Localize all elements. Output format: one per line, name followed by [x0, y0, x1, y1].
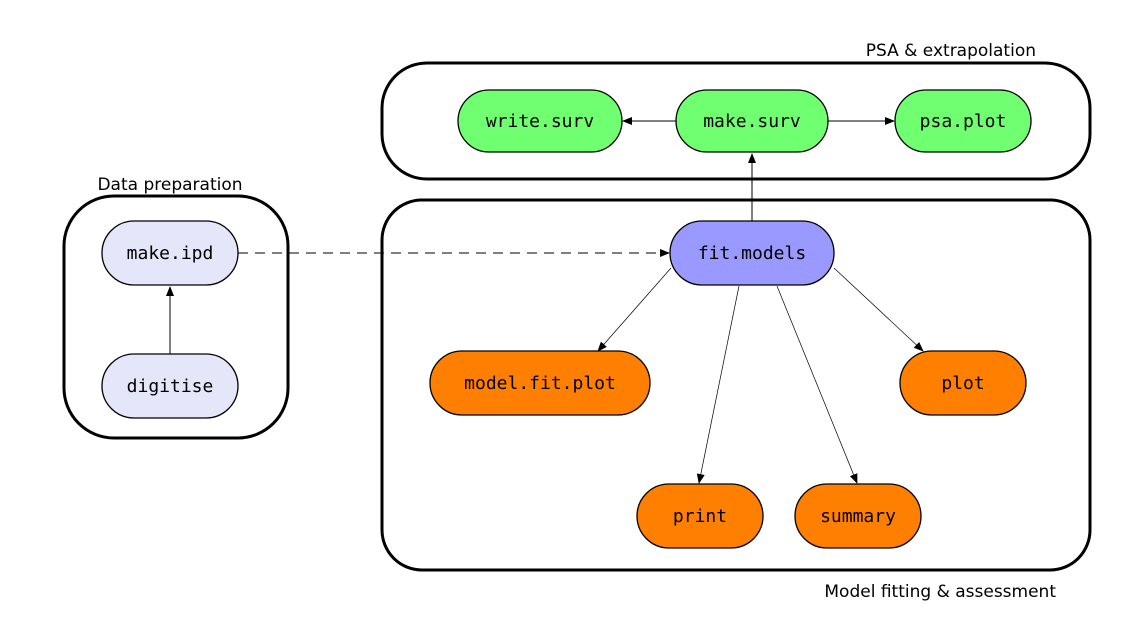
node-write-surv-shape — [457, 89, 623, 153]
node-make-ipd: make.ipd — [101, 220, 239, 286]
edges-layer — [166, 117, 924, 484]
node-model-fit-plot: model.fit.plot — [429, 350, 651, 416]
node-write-surv-label: write.surv — [486, 111, 594, 132]
node-psa-plot-shape — [894, 89, 1032, 153]
psa-extrapolation-group — [380, 61, 1092, 181]
node-print: print — [636, 483, 764, 549]
psa-extrapolation-label: PSA & extrapolation — [866, 41, 1036, 61]
node-plot: plot — [899, 350, 1027, 416]
node-digitise-label: digitise — [127, 376, 214, 397]
node-print-label: print — [673, 506, 727, 527]
node-make-ipd-shape — [101, 220, 239, 286]
node-summary-shape — [794, 483, 922, 549]
node-print-shape — [636, 483, 764, 549]
node-summary-label: summary — [820, 506, 896, 527]
model-fitting-label: Model fitting & assessment — [824, 582, 1056, 602]
edge-fit-models-to-summary — [776, 285, 858, 484]
node-model-fit-plot-shape — [429, 350, 651, 416]
edge-fit-models-to-model-fit-plot — [597, 267, 672, 352]
node-make-ipd-label: make.ipd — [127, 243, 214, 264]
data-preparation-group — [62, 194, 290, 440]
node-make-surv: make.surv — [675, 89, 829, 153]
node-make-surv-shape — [675, 89, 829, 153]
node-fit-models: fit.models — [669, 220, 835, 286]
node-digitise-shape — [101, 353, 239, 419]
node-summary: summary — [794, 483, 922, 549]
node-psa-plot: psa.plot — [894, 89, 1032, 153]
node-digitise: digitise — [101, 353, 239, 419]
data-preparation-label: Data preparation — [97, 175, 242, 195]
node-plot-shape — [899, 350, 1027, 416]
node-psa-plot-label: psa.plot — [920, 111, 1007, 132]
node-plot-label: plot — [941, 373, 984, 394]
node-write-surv: write.surv — [457, 89, 623, 153]
edge-fit-models-to-print — [696, 285, 740, 484]
model-fitting-group — [380, 198, 1092, 572]
edge-fit-models-to-plot — [833, 267, 924, 352]
node-fit-models-label: fit.models — [698, 243, 806, 264]
nodes-layer: make.ipd digitise write.surv make.surv psa.p… — [101, 89, 1032, 549]
node-make-surv-label: make.surv — [703, 111, 801, 132]
node-model-fit-plot-label: model.fit.plot — [464, 373, 616, 394]
node-fit-models-shape — [669, 220, 835, 286]
